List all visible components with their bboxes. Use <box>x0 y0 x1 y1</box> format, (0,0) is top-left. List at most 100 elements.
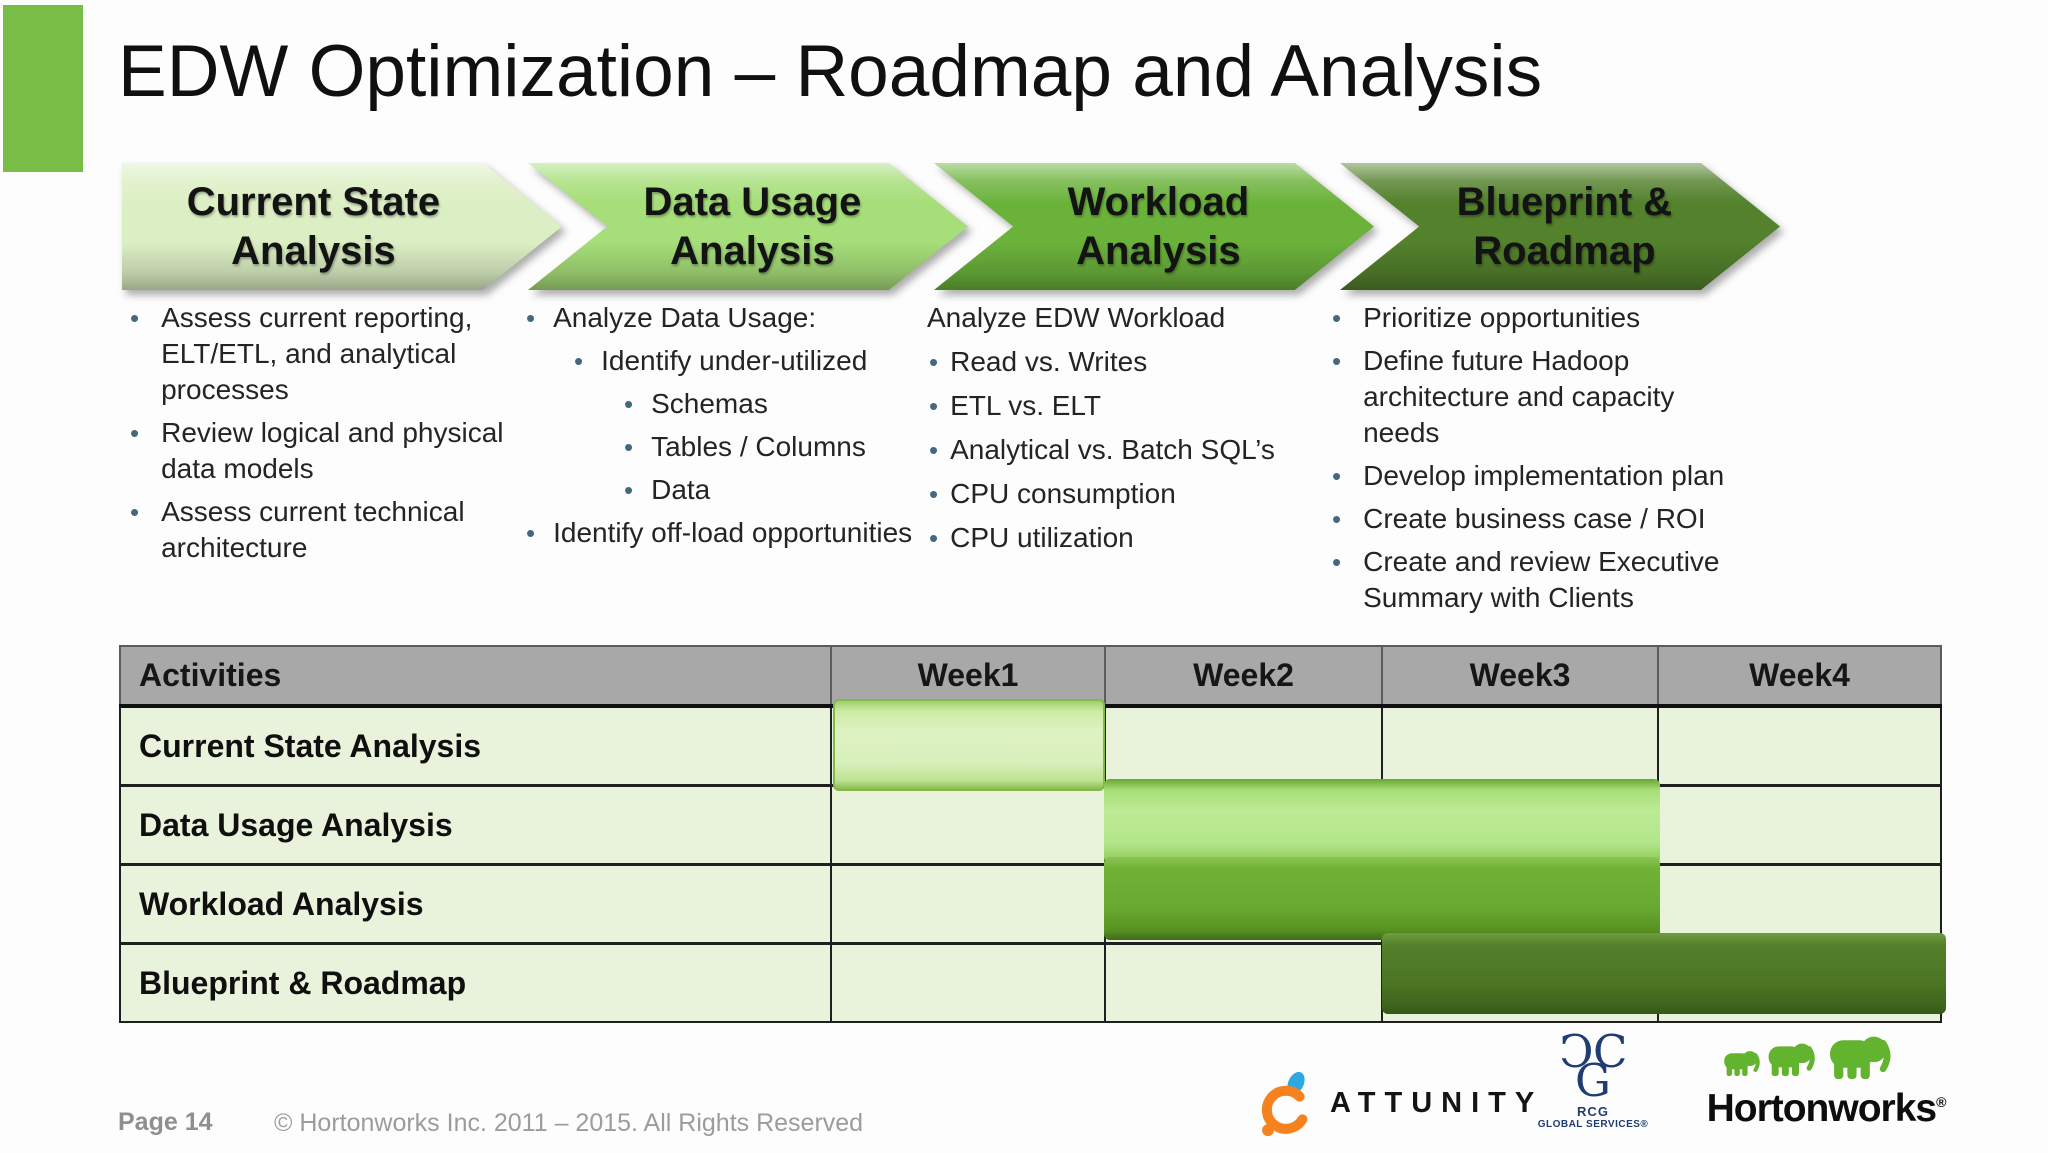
gantt-row-label: Blueprint & Roadmap <box>119 942 832 1023</box>
chevron-label-line1: Workload <box>1067 179 1250 224</box>
bullet-icon: • <box>130 303 140 333</box>
list-item-text: ETL vs. ELT <box>950 390 1102 421</box>
hortonworks-wordmark-text: Hortonworks <box>1706 1087 1938 1130</box>
registered-mark: ® <box>1936 1094 1946 1110</box>
chevron-shape: Workload Analysis <box>934 163 1374 290</box>
gantt-row-label: Workload Analysis <box>119 863 832 945</box>
chevron-label: Data Usage Analysis <box>528 163 968 290</box>
list-item: •CPU utilization <box>929 520 1317 556</box>
list-item-text: Assess current technical architecture <box>161 496 465 563</box>
bullet-icon: • <box>526 303 536 333</box>
gantt-header-row: Activities Week1 Week2 Week3 Week4 <box>119 645 1942 708</box>
chevron-label-line1: Current State <box>186 179 441 224</box>
gantt-row-workload: Workload Analysis <box>119 863 1942 945</box>
chevron-data-usage-analysis: Data Usage Analysis <box>528 163 968 290</box>
gantt-cell <box>830 942 1106 1023</box>
chevron-shape: Blueprint & Roadmap <box>1340 163 1780 290</box>
chevron-shape: Current State Analysis <box>122 163 562 290</box>
bullet-icon: • <box>130 418 140 448</box>
rcg-caption-services: GLOBAL SERVICES® <box>1537 1119 1649 1131</box>
list-item-text: Develop implementation plan <box>1363 460 1725 491</box>
list-item: •Tables / Columns <box>624 429 914 465</box>
bullet-icon: • <box>1332 547 1342 577</box>
gantt-cell <box>1381 704 1659 787</box>
list-item: • Review logical and physical data models <box>130 415 518 487</box>
list-item-text: Tables / Columns <box>651 431 866 462</box>
chevron-shape: Data Usage Analysis <box>528 163 968 290</box>
slide-title: EDW Optimization – Roadmap and Analysis <box>118 31 1543 112</box>
gantt-header-week2: Week2 <box>1104 645 1383 708</box>
rcg-logo: CC G RCG GLOBAL SERVICES® <box>1528 1025 1658 1131</box>
hortonworks-logo: Hortonworks® <box>1698 1026 1954 1131</box>
gantt-row-data-usage: Data Usage Analysis <box>119 784 1942 866</box>
chevron-label: Blueprint & Roadmap <box>1340 163 1780 290</box>
list-item-text: Analyze Data Usage: <box>553 302 817 333</box>
list-item-text: Analytical vs. Batch SQL’s <box>950 434 1275 465</box>
bullet-icon: • <box>929 479 939 509</box>
list-item: • Define future Hadoop architecture and c… <box>1332 343 1740 451</box>
list-item: Analyze EDW Workload <box>927 300 1317 336</box>
chevron-bevel <box>122 163 562 290</box>
phase-details-data-usage: •Analyze Data Usage: •Identify under-uti… <box>522 300 914 558</box>
list-item: • Develop implementation plan <box>1332 458 1740 494</box>
list-item-text: Schemas <box>651 388 768 419</box>
bullet-icon: • <box>526 518 536 548</box>
gantt-cell <box>1104 704 1383 787</box>
list-item-text: Data <box>651 474 711 505</box>
gantt-row-label: Current State Analysis <box>119 704 832 787</box>
list-item: • Identify off-load opportunities <box>526 515 914 551</box>
attunity-logo: ATTUNITY <box>1258 1068 1543 1138</box>
list-item-text: Analyze EDW Workload <box>927 302 1226 333</box>
list-item-text: Identify off-load opportunities <box>553 517 913 548</box>
phase-details-workload: Analyze EDW Workload • Read vs. Writes • E… <box>925 300 1317 564</box>
list-item-text: Review logical and physical data models <box>161 417 504 484</box>
bullet-icon: • <box>929 347 939 377</box>
gantt-header-week1: Week1 <box>830 645 1106 708</box>
chevron-current-state-analysis: Current State Analysis <box>122 163 562 290</box>
chevron-label-line1: Data Usage <box>643 179 862 224</box>
bullet-icon: • <box>929 391 939 421</box>
list-item-text: Assess current reporting, ELT/ETL, and a… <box>161 302 473 405</box>
gantt-bar-current-state-analysis <box>833 699 1105 791</box>
list-item: •Analytical vs. Batch SQL’s <box>929 432 1317 468</box>
chevron-label: Workload Analysis <box>934 163 1374 290</box>
list-item: •Identify under-utilized <box>574 343 914 379</box>
list-item-text: Create and review Executive Summary with… <box>1363 546 1720 613</box>
chevron-label-line1: Blueprint & <box>1456 179 1673 224</box>
gantt-cell <box>1657 704 1942 787</box>
chevron-blueprint-roadmap: Blueprint & Roadmap <box>1340 163 1780 290</box>
copyright-text: © Hortonworks Inc. 2011 – 2015. All Righ… <box>274 1109 864 1137</box>
list-item: • Analyze Data Usage: <box>526 300 914 336</box>
gantt-header-activities: Activities <box>119 645 832 708</box>
gantt-bar-workload-analysis <box>1104 857 1660 940</box>
hortonworks-wordmark: Hortonworks® <box>1698 1087 1954 1131</box>
list-item: •Data <box>624 472 914 508</box>
rcg-caption-name: RCG <box>1577 1104 1609 1120</box>
bullet-icon: • <box>1332 346 1342 376</box>
gantt-cell <box>1657 863 1942 945</box>
list-item-text: Define future Hadoop architecture and ca… <box>1363 345 1675 448</box>
bullet-icon: • <box>130 497 140 527</box>
attunity-wordmark: ATTUNITY <box>1330 1086 1544 1119</box>
phase-details-blueprint: •Prioritize opportunities •Define future… <box>1328 300 1740 623</box>
list-item-text: Prioritize opportunities <box>1363 302 1641 333</box>
rcg-monogram-row: CC <box>1528 1025 1658 1078</box>
gantt-header-week3: Week3 <box>1381 645 1659 708</box>
attunity-swirl-icon <box>1261 1071 1308 1137</box>
gantt-cell <box>830 863 1106 945</box>
list-item-text: CPU utilization <box>950 522 1134 553</box>
list-item: • Assess current reporting, ELT/ETL, and … <box>130 300 518 408</box>
list-item-text: Read vs. Writes <box>950 346 1148 377</box>
chevron-label-line2: Roadmap <box>1473 228 1656 273</box>
page-number: Page 14 <box>118 1108 213 1136</box>
gantt-cell <box>1657 784 1942 866</box>
list-item-text: Identify under-utilized <box>601 345 868 376</box>
bullet-icon: • <box>1332 461 1342 491</box>
chevron-label-line2: Analysis <box>1076 228 1241 273</box>
hortonworks-elephants-icon <box>1722 1026 1929 1084</box>
list-item: •Prioritize opportunities <box>1332 300 1740 336</box>
bullet-icon: • <box>1332 504 1342 534</box>
list-item: • Assess current technical architecture <box>130 494 518 566</box>
list-item: • ETL vs. ELT <box>929 388 1317 424</box>
